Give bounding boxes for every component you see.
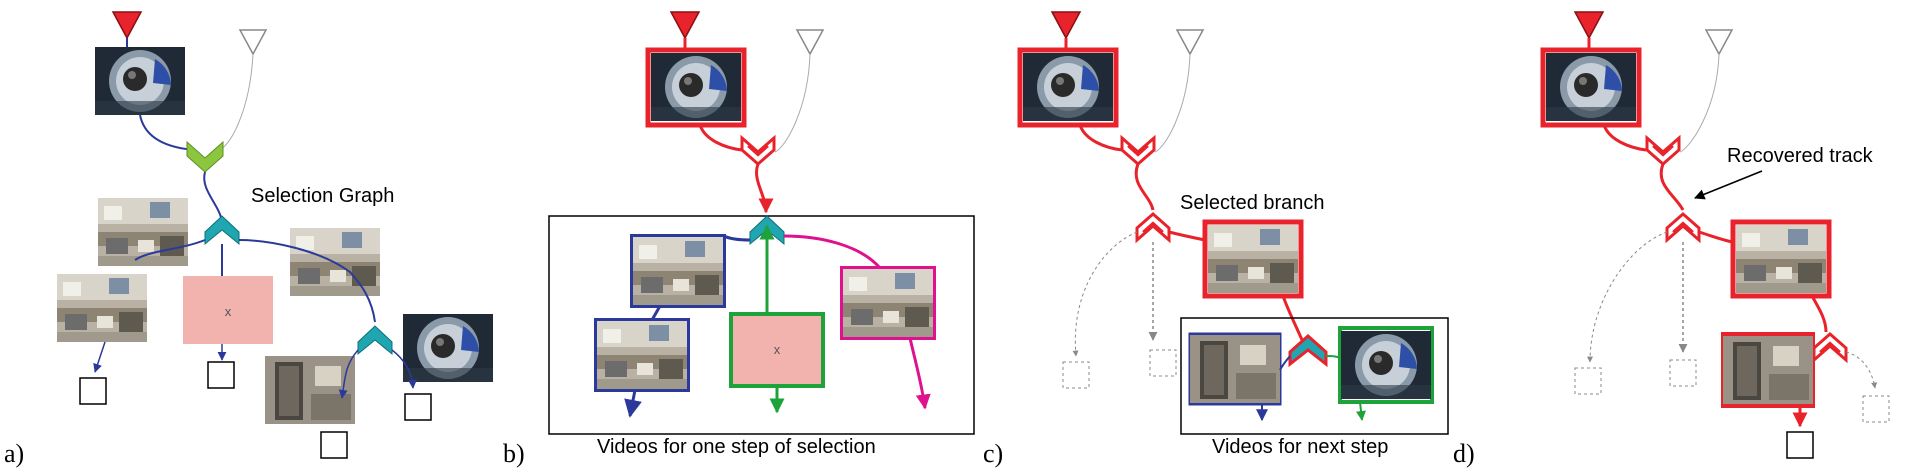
start-triangle-white	[238, 29, 268, 56]
split-node-teal	[204, 215, 240, 246]
annotation-selection-graph: Selection Graph	[251, 185, 394, 207]
selected-camera-frame	[1540, 47, 1642, 128]
panel-a: Selection Graph x a)	[4, 11, 493, 468]
selected-camera-frame	[1017, 47, 1119, 128]
camera-thumbnail-fisheye	[1546, 53, 1636, 121]
start-triangle-white	[795, 29, 825, 56]
sink-box-unselected	[1574, 367, 1602, 395]
merge-node-selected	[1120, 136, 1156, 166]
camera-thumbnail-office	[1736, 225, 1826, 293]
candidate-set-frame	[548, 215, 975, 435]
start-triangle-red	[111, 11, 143, 40]
panel-d: Recovered track d)	[1453, 11, 1890, 468]
camera-thumbnail-office	[57, 274, 147, 342]
selected-camera-frame	[1202, 219, 1304, 299]
split-node-teal	[1288, 333, 1328, 368]
candidate-camera-frame	[1338, 326, 1434, 404]
sink-box	[207, 361, 235, 389]
camera-thumbnail-door	[1723, 336, 1813, 404]
sink-box	[320, 431, 348, 459]
camera-thumbnail-fisheye	[651, 53, 741, 121]
panel-label-d: d)	[1453, 439, 1475, 468]
candidate-camera-frame	[630, 234, 726, 308]
sink-box	[79, 377, 107, 405]
panel-c: Selected branch Videos for next step c)	[983, 11, 1449, 468]
selected-camera-frame	[1730, 219, 1832, 299]
merge-node-selected	[1645, 136, 1681, 166]
start-triangle-white	[1175, 29, 1205, 56]
camera-thumbnail-fisheye	[95, 47, 185, 115]
camera-thumbnail-office	[843, 269, 933, 337]
camera-thumbnail-office	[597, 321, 687, 389]
camera-thumbnail-office	[633, 237, 723, 305]
start-triangle-white	[1704, 29, 1734, 56]
panel-b: x Videos for one step of selection b)	[503, 11, 975, 468]
sink-box-unselected	[1862, 395, 1890, 423]
camera-thumbnail-door	[1190, 335, 1280, 403]
split-node-selected	[1665, 212, 1701, 242]
camera-thumbnail-fisheye	[1341, 331, 1431, 399]
sink-box-unselected	[1062, 361, 1090, 389]
split-node-selected	[1812, 332, 1848, 362]
candidate-camera-frame	[840, 266, 936, 340]
camera-thumbnail-office	[1208, 225, 1298, 293]
panel-label-b: b)	[503, 439, 525, 468]
sink-box-recovered	[1786, 431, 1814, 459]
caption-next-step: Videos for next step	[1212, 436, 1388, 458]
annotation-selected-branch: Selected branch	[1180, 192, 1325, 214]
annotation-pointer-arrow	[1694, 170, 1763, 200]
start-triangle-red	[1573, 11, 1605, 40]
split-node-selected	[1135, 212, 1171, 242]
sink-box-unselected	[1149, 349, 1177, 377]
placeholder-box	[183, 276, 273, 344]
next-step-frame	[1180, 317, 1449, 435]
camera-thumbnail-door	[265, 356, 355, 424]
annotation-recovered-track: Recovered track	[1727, 145, 1874, 167]
sink-box-unselected	[1669, 359, 1697, 387]
placeholder-box	[729, 312, 825, 388]
sink-box	[404, 393, 432, 421]
candidate-camera-frame	[594, 318, 690, 392]
merge-node-selected	[740, 136, 776, 166]
camera-thumbnail-fisheye	[403, 314, 493, 382]
panel-label-a: a)	[4, 439, 24, 468]
caption-candidate-videos: Videos for one step of selection	[597, 436, 876, 458]
panel-label-c: c)	[983, 439, 1003, 468]
start-triangle-red	[669, 11, 701, 40]
placeholder-mark: x	[774, 342, 781, 357]
placeholder-mark: x	[225, 304, 232, 319]
camera-thumbnail-fisheye	[1023, 53, 1113, 121]
selected-camera-frame	[645, 47, 747, 128]
start-triangle-red	[1050, 11, 1082, 40]
merge-node-green	[186, 140, 224, 173]
split-node-teal	[357, 325, 393, 356]
